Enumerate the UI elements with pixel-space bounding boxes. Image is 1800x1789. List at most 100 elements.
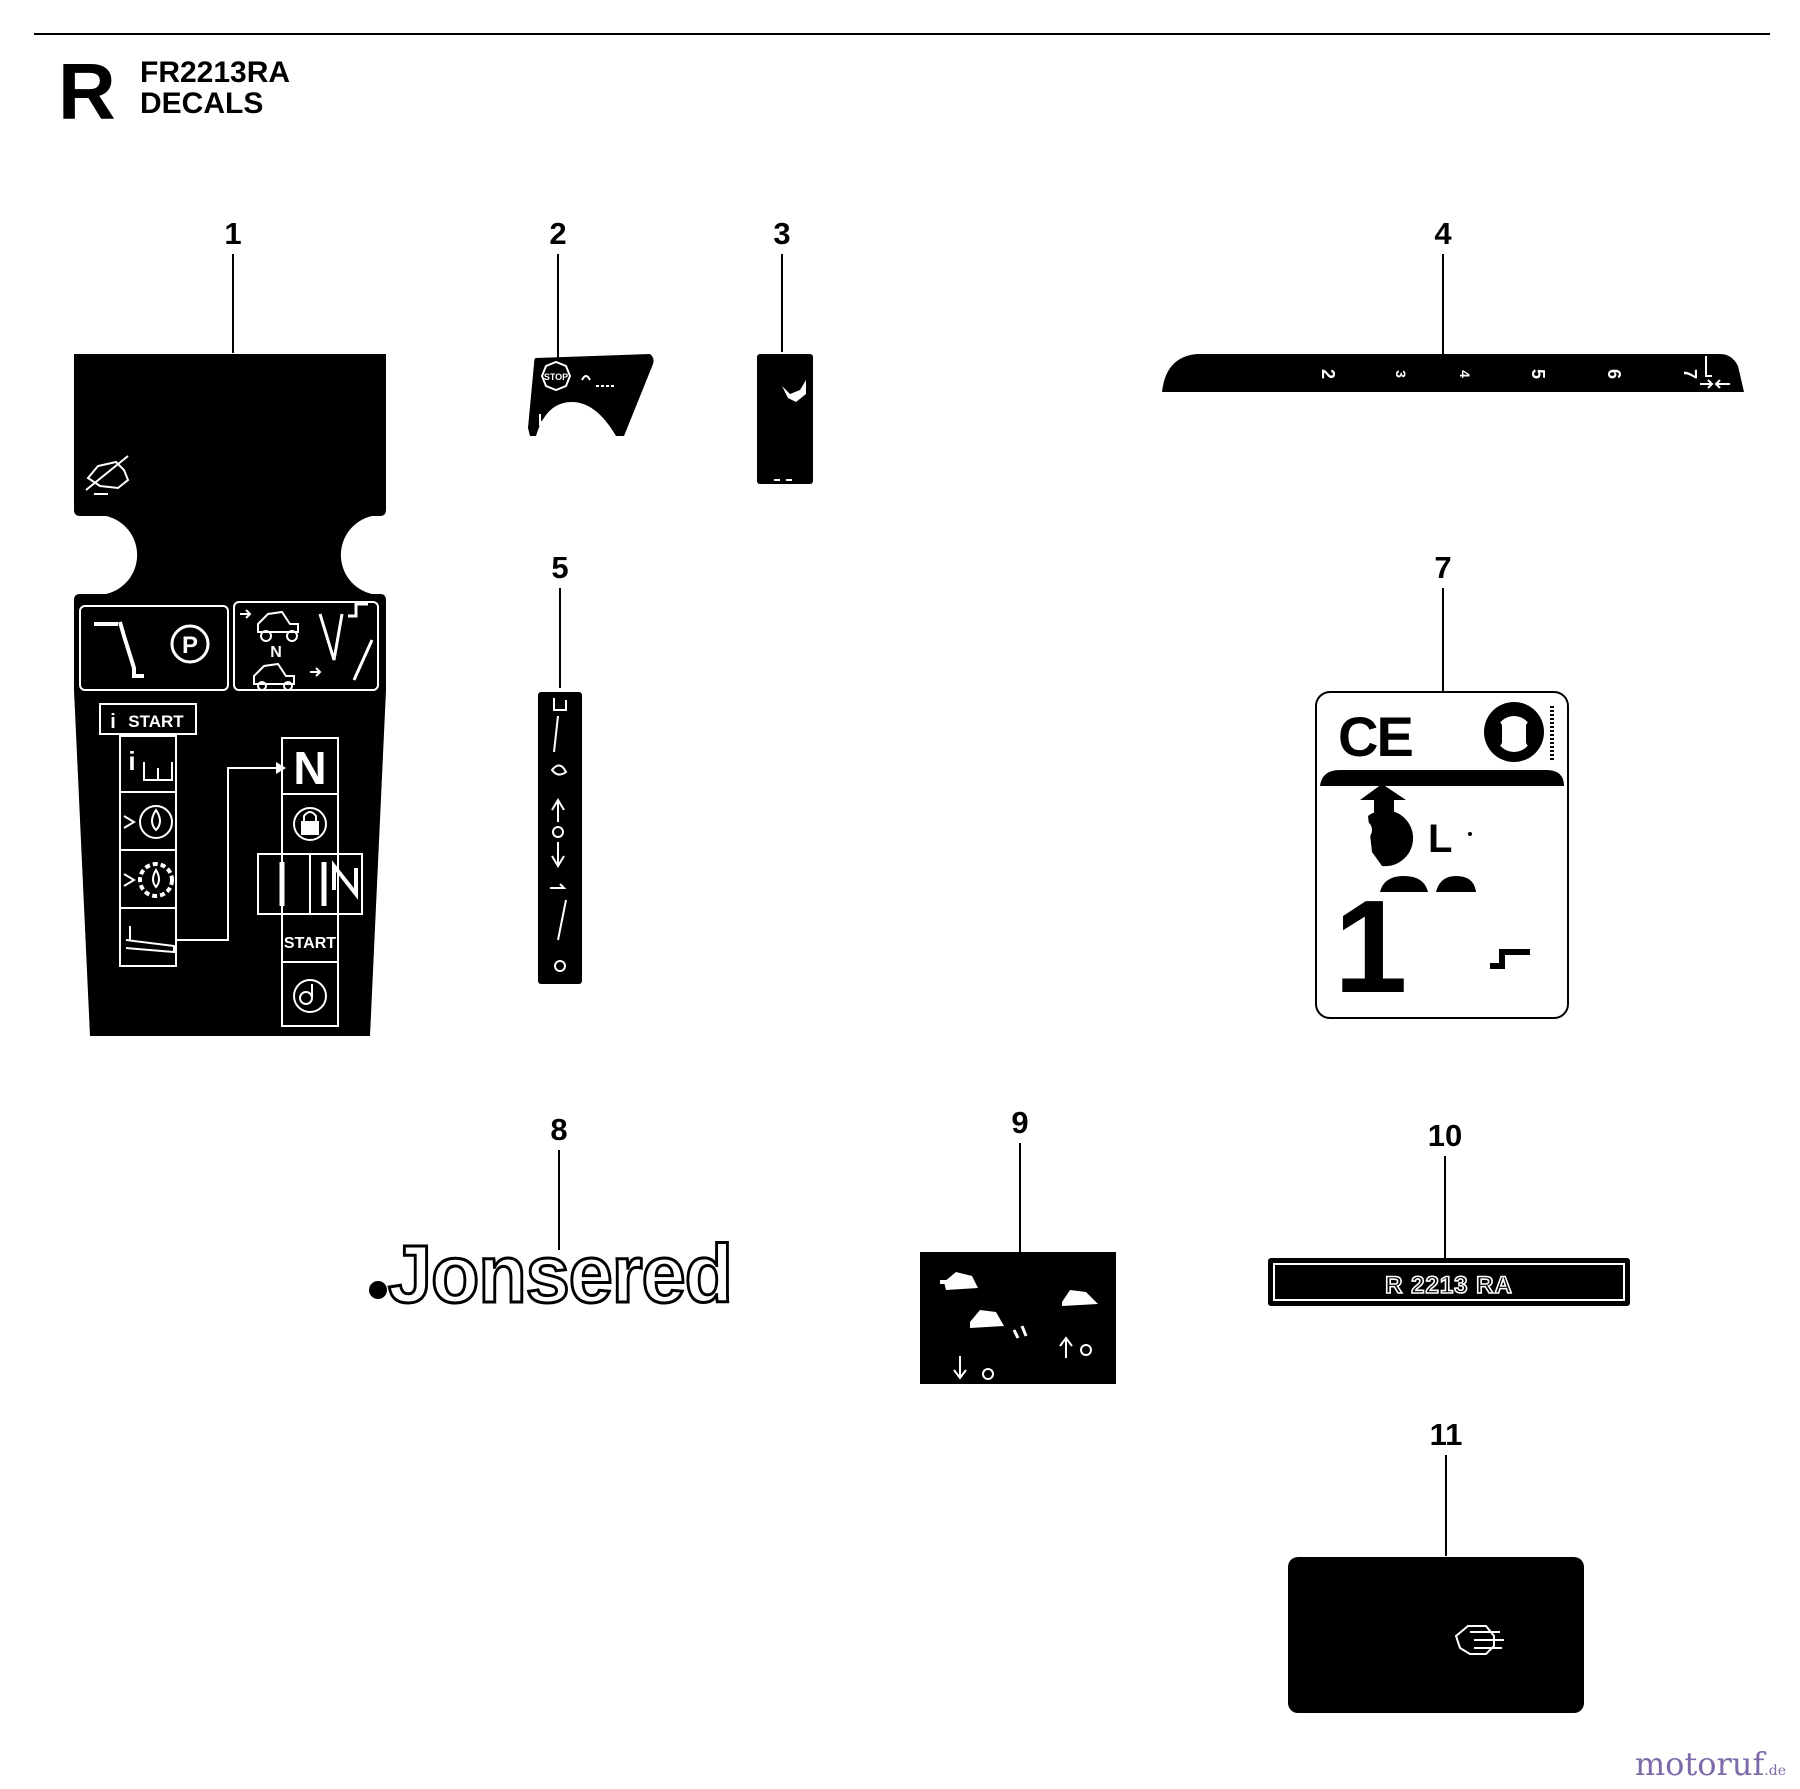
stop-label: STOP	[544, 372, 568, 382]
callout-8: 8	[550, 1112, 568, 1250]
decal-8-brand-logo: Jonsered	[369, 1228, 735, 1322]
label-band	[1320, 770, 1564, 786]
sound-icon	[1368, 810, 1414, 867]
park-brake-box	[79, 605, 229, 691]
gear-number: 2	[1318, 369, 1338, 379]
ce-mark: CE	[1338, 705, 1412, 768]
ignition-key-icon	[293, 979, 327, 1013]
decal-body	[1162, 354, 1744, 392]
callout-10: 10	[1428, 1118, 1462, 1258]
rabbit-icon	[581, 375, 591, 381]
callout-9: 9	[1011, 1105, 1029, 1252]
callout-3: 3	[773, 216, 791, 352]
callout-number: 7	[1434, 550, 1451, 585]
info-icon: i	[110, 711, 116, 733]
sequence-arrow	[176, 767, 276, 941]
decal-5-lift-strip	[538, 692, 582, 984]
logo-dot	[369, 1281, 387, 1299]
brake-lever-icon	[94, 621, 144, 678]
callout-number: 9	[1011, 1105, 1028, 1140]
decal-7-ce-label: CE L 1	[1315, 691, 1569, 1020]
oil-icon	[123, 862, 174, 898]
callout-number: 8	[550, 1112, 567, 1147]
decal-body	[528, 354, 654, 436]
start-panel-label-box	[99, 703, 197, 735]
decal-3	[757, 354, 813, 484]
callout-11: 11	[1430, 1417, 1463, 1556]
diagram-title: DECALS	[140, 87, 264, 120]
decal-9-cutting-height	[920, 1252, 1116, 1384]
decal-body	[920, 1252, 1116, 1384]
watermark: motoruf.de	[1635, 1745, 1786, 1783]
decal-body	[757, 354, 813, 484]
mini-neutral-label: N	[270, 644, 282, 661]
mower-lowered-icon	[970, 1310, 1028, 1339]
tractor-reverse-icon	[253, 662, 322, 691]
rabbit-speed-icon	[332, 860, 358, 900]
decal-body	[538, 692, 582, 984]
tractor-forward-icon	[240, 609, 299, 642]
gear-number: 4	[1457, 370, 1473, 378]
section-letter: R	[58, 47, 116, 136]
lever-direction-icon	[1700, 356, 1730, 389]
start-panel-label: START	[128, 712, 184, 731]
watermark-suffix: .de	[1764, 1763, 1786, 1779]
model-plate-text: R 2213 RA	[1385, 1272, 1513, 1299]
mower-raised-icon	[940, 1272, 978, 1290]
callout-number: 3	[773, 216, 790, 251]
callout-2: 2	[549, 216, 567, 362]
callout-5: 5	[551, 550, 569, 688]
lock-icon	[293, 807, 327, 841]
gear-number: 7	[1680, 369, 1700, 379]
gear-number: 6	[1604, 369, 1624, 379]
start-label: START	[284, 935, 336, 952]
seat-info-icon: i	[128, 746, 173, 781]
fuel-icon	[123, 805, 173, 839]
deck-icon	[552, 826, 564, 838]
decal-body	[1268, 1258, 1630, 1306]
neutral-label: N	[293, 742, 326, 794]
gear-number: 3	[1393, 370, 1409, 378]
stop-sign-icon	[540, 360, 572, 392]
gear-number: 5	[1528, 369, 1548, 379]
callout-1: 1	[224, 216, 242, 353]
blade-icon	[550, 764, 568, 776]
callout-number: 4	[1434, 216, 1452, 251]
decal-11	[1288, 1557, 1584, 1713]
lever-up-icon	[553, 698, 567, 711]
decal-body	[1288, 1557, 1584, 1713]
arrow-up-icon	[1360, 784, 1406, 800]
park-symbol: P	[182, 632, 198, 659]
drive-direction-box	[233, 601, 379, 691]
choke-icon	[125, 926, 175, 954]
deck-low-icon	[554, 960, 566, 972]
svg-text:i: i	[128, 746, 135, 776]
decal-body	[74, 354, 386, 1036]
lower-arrow-icon	[953, 1356, 994, 1380]
decal-10-model-plate: R 2213 RA	[1268, 1258, 1630, 1306]
decal-1-dashboard: P N	[74, 354, 386, 1036]
callout-number: 1	[224, 216, 241, 251]
mower-warning-icon	[85, 455, 130, 495]
lever-down-icon	[557, 899, 567, 941]
hand-warning-icon	[1454, 1625, 1504, 1655]
callout-number: 10	[1428, 1118, 1462, 1153]
callout-number: 2	[549, 216, 566, 251]
decal-2-stop: STOP	[528, 354, 654, 436]
decal-4-gear-strip: 2 3 4 5 6 7	[1162, 354, 1744, 392]
sound-level-digit: 1	[1334, 873, 1407, 1020]
raise-arrow-icon	[1059, 1336, 1092, 1358]
sound-level-label: L	[1428, 817, 1452, 861]
callout-number: 11	[1430, 1417, 1463, 1452]
speed-lever-icon	[318, 602, 374, 681]
park-icon	[170, 624, 210, 664]
arrow-right-icon	[550, 883, 567, 889]
arrow-icon	[539, 414, 547, 427]
watermark-brand: motoruf	[1634, 1745, 1765, 1783]
callout-number: 5	[551, 550, 568, 585]
model-number: FR2213RA	[140, 56, 291, 89]
callout-4: 4	[1434, 216, 1452, 354]
unit-mark	[1490, 949, 1530, 969]
